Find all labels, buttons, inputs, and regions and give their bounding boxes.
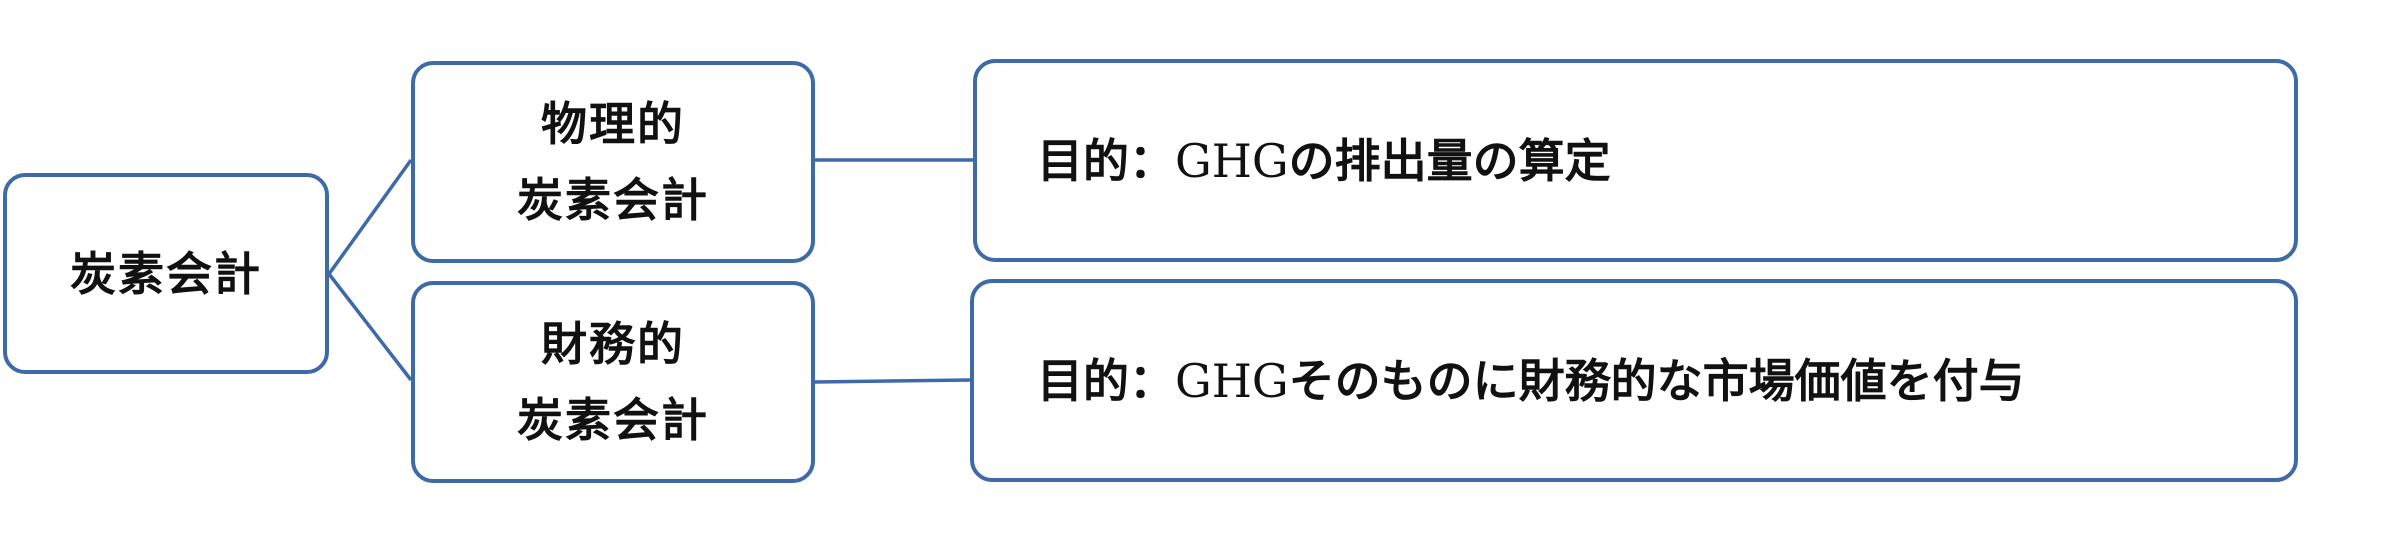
root-node-label: 炭素会計	[70, 246, 262, 301]
financial-node-label-line2: 炭素会計	[517, 393, 709, 447]
connector-financial-to-purpose	[814, 378, 971, 384]
financial-purpose-rest: そのものに財務的な市場価値を付与	[1288, 353, 2025, 408]
node-physical-carbon-accounting: 物理的 炭素会計	[411, 61, 815, 263]
physical-purpose-box: 目的：GHGの排出量の算定	[973, 59, 2298, 262]
financial-purpose-box: 目的：GHGそのものに財務的な市場価値を付与	[970, 279, 2298, 482]
financial-purpose-text: 目的：GHGそのものに財務的な市場価値を付与	[1037, 351, 2025, 411]
physical-purpose-text: 目的：GHGの排出量の算定	[1037, 131, 1611, 191]
financial-purpose-prefix: 目的：	[1037, 353, 1175, 408]
financial-node-label-line1: 財務的	[541, 317, 685, 371]
physical-purpose-rest: の排出量の算定	[1288, 133, 1611, 188]
physical-node-label: 物理的 炭素会計	[517, 86, 709, 238]
financial-node-label: 財務的 炭素会計	[517, 306, 709, 458]
physical-purpose-ghg: GHG	[1175, 133, 1289, 188]
financial-purpose-ghg: GHG	[1175, 353, 1289, 408]
node-financial-carbon-accounting: 財務的 炭素会計	[411, 281, 815, 483]
physical-purpose-prefix: 目的：	[1037, 133, 1175, 188]
connector-root-to-financial	[327, 272, 413, 382]
physical-node-label-line1: 物理的	[541, 97, 685, 151]
root-node-carbon-accounting: 炭素会計	[3, 173, 329, 374]
connector-root-to-physical	[327, 158, 413, 276]
physical-node-label-line2: 炭素会計	[517, 173, 709, 227]
